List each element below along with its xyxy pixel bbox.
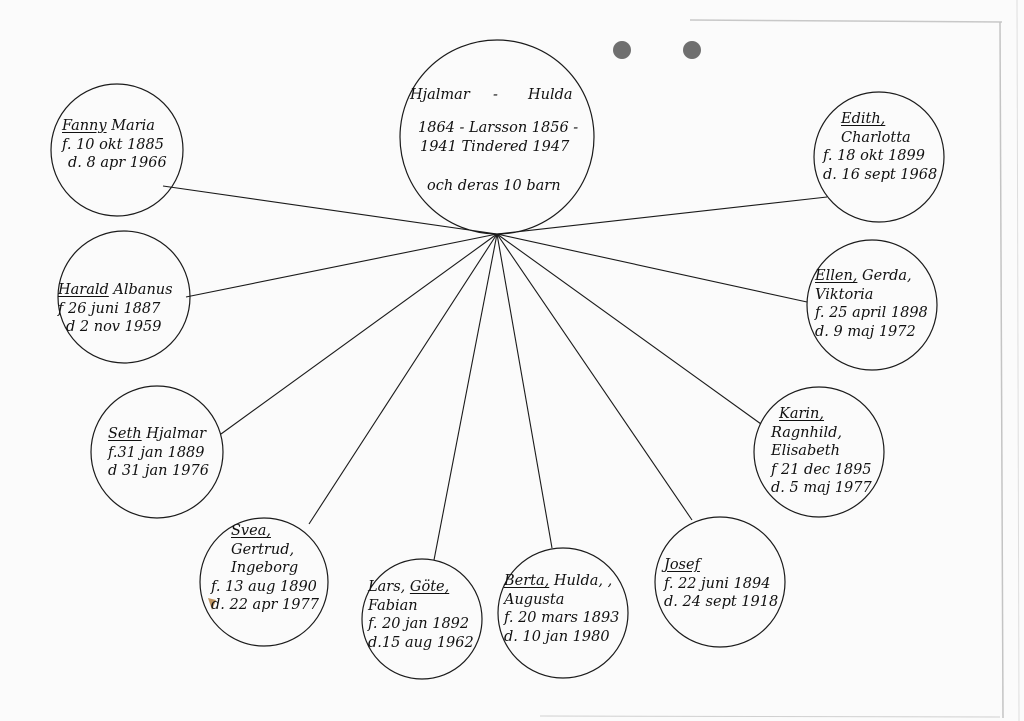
paper-top-edge: [689, 19, 1003, 23]
child-svea-line-4: d. 22 apr 1977: [211, 597, 319, 613]
child-svea-line-3: f. 13 aug 1890: [211, 578, 317, 595]
child-karin-line-4: d. 5 maj 1977: [771, 480, 872, 496]
child-seth-first-name: Seth: [108, 426, 142, 442]
child-circle-josef: [654, 516, 786, 648]
child-fanny-line-1: f. 10 okt 1885: [62, 136, 164, 153]
child-circle-ellen: [806, 239, 938, 371]
child-circle-lars: [361, 558, 483, 680]
child-lars-first-name: Lars,: [368, 579, 410, 595]
paper-right-edge: [999, 21, 1004, 719]
child-fanny-text: Fanny Maria f. 10 okt 1885 d. 8 apr 1966: [62, 117, 167, 173]
child-harald-line-2: d 2 nov 1959: [66, 319, 162, 335]
child-lars-text: Lars, Göte, Fabian f. 20 jan 1892 d.15 a…: [368, 578, 474, 652]
connector-line-ellen: [496, 233, 808, 303]
child-lars-underlined-name: Göte,: [409, 579, 450, 595]
child-berta-line-1: Augusta: [504, 591, 565, 608]
child-harald-rest-name: Albanus: [108, 282, 173, 298]
punch-hole-right: [683, 41, 701, 59]
child-edith-line-1: Charlotta: [841, 129, 911, 146]
child-circle-svea: [199, 517, 329, 647]
parent-name-hulda: Hulda: [528, 87, 573, 103]
punch-hole-left: [613, 41, 631, 59]
connector-line-lars: [433, 233, 498, 561]
child-karin-first-name: Karin,: [779, 406, 824, 422]
parents-footer: och deras 10 barn: [427, 178, 561, 194]
child-ellen-line-2: f. 25 april 1898: [815, 305, 928, 321]
child-karin-line-2: Elisabeth: [771, 443, 840, 459]
child-fanny-first-name: Fanny: [62, 118, 107, 134]
connector-line-edith: [496, 196, 828, 235]
parents-years-line-1: 1864 - Larsson 1856 -: [418, 120, 579, 136]
child-harald-first-name: Harald: [58, 282, 109, 298]
child-berta-rest-name: Hulda, ,: [549, 573, 613, 589]
child-circle-fanny: [50, 83, 184, 217]
child-harald-line-1: f 26 juni 1887: [58, 300, 161, 317]
connector-line-harald: [185, 233, 498, 298]
child-circle-berta: [497, 547, 629, 679]
child-fanny-line-2: d. 8 apr 1966: [68, 155, 167, 171]
child-josef-line-2: d. 24 sept 1918: [664, 594, 779, 610]
child-edith-first-name: Edith,: [841, 111, 886, 127]
paper-bottom-edge: [539, 715, 1001, 718]
child-seth-line-1: f.31 jan 1889: [108, 444, 205, 461]
child-karin-line-1: Ragnhild,: [771, 424, 843, 441]
child-berta-first-name: Berta,: [504, 573, 550, 589]
child-circle-seth: [90, 385, 224, 519]
child-harald-text: Harald Albanus f 26 juni 1887 d 2 nov 19…: [58, 281, 173, 337]
stain-mark: [208, 598, 216, 610]
child-fanny-rest-name: Maria: [106, 118, 155, 134]
paper-outer-edge: [1016, 0, 1020, 721]
connector-line-berta: [496, 233, 553, 549]
child-seth-text: Seth Hjalmar f.31 jan 1889 d 31 jan 1976: [108, 425, 209, 481]
connector-line-karin: [496, 233, 762, 425]
child-ellen-first-name: Ellen,: [815, 268, 858, 284]
child-svea-line-2: Ingeborg: [231, 560, 299, 576]
child-karin-text: Karin, Ragnhild, Elisabeth f 21 dec 1895…: [771, 405, 872, 498]
child-edith-text: Edith, Charlotta f. 18 okt 1899 d. 16 se…: [823, 110, 937, 184]
parent-name-separator: -: [493, 87, 498, 103]
parents-years-line-2: 1941 Tindered 1947: [420, 139, 570, 155]
connector-line-josef: [496, 233, 693, 521]
child-ellen-text: Ellen, Gerda, Viktoria f. 25 april 1898 …: [815, 267, 928, 341]
child-circle-harald: [57, 230, 191, 364]
child-ellen-rest-name: Gerda,: [857, 268, 912, 284]
child-svea-text: Svea, Gertrud, Ingeborg f. 13 aug 1890 d…: [211, 522, 319, 615]
child-ellen-line-3: d. 9 maj 1972: [815, 323, 916, 340]
child-ellen-line-1: Viktoria: [815, 286, 874, 303]
child-seth-line-2: d 31 jan 1976: [108, 463, 209, 479]
child-circle-edith: [813, 91, 945, 223]
parent-name-hjalmar: Hjalmar: [410, 87, 470, 103]
child-karin-line-3: f 21 dec 1895: [771, 461, 872, 478]
connector-line-svea: [308, 233, 498, 525]
child-josef-line-1: f. 22 juni 1894: [664, 575, 771, 592]
child-lars-line-1: Fabian: [368, 597, 418, 614]
child-svea-line-1: Gertrud,: [231, 541, 295, 558]
parents-circle: [399, 39, 595, 235]
child-edith-line-3: d. 16 sept 1968: [823, 166, 938, 183]
child-berta-text: Berta, Hulda, , Augusta f. 20 mars 1893 …: [504, 572, 619, 646]
child-lars-line-3: d.15 aug 1962: [368, 634, 474, 651]
child-berta-line-3: d. 10 jan 1980: [504, 628, 610, 645]
child-josef-first-name: Josef: [664, 557, 700, 573]
child-lars-line-2: f. 20 jan 1892: [368, 616, 470, 632]
child-svea-first-name: Svea,: [231, 523, 271, 539]
child-berta-line-2: f. 20 mars 1893: [504, 610, 620, 626]
child-seth-rest-name: Hjalmar: [141, 426, 207, 442]
child-edith-line-2: f. 18 okt 1899: [823, 148, 925, 164]
child-circle-karin: [753, 386, 885, 518]
connector-line-seth: [220, 233, 498, 435]
child-josef-text: Josef f. 22 juni 1894 d. 24 sept 1918: [664, 556, 778, 612]
connector-line-fanny: [162, 185, 498, 235]
